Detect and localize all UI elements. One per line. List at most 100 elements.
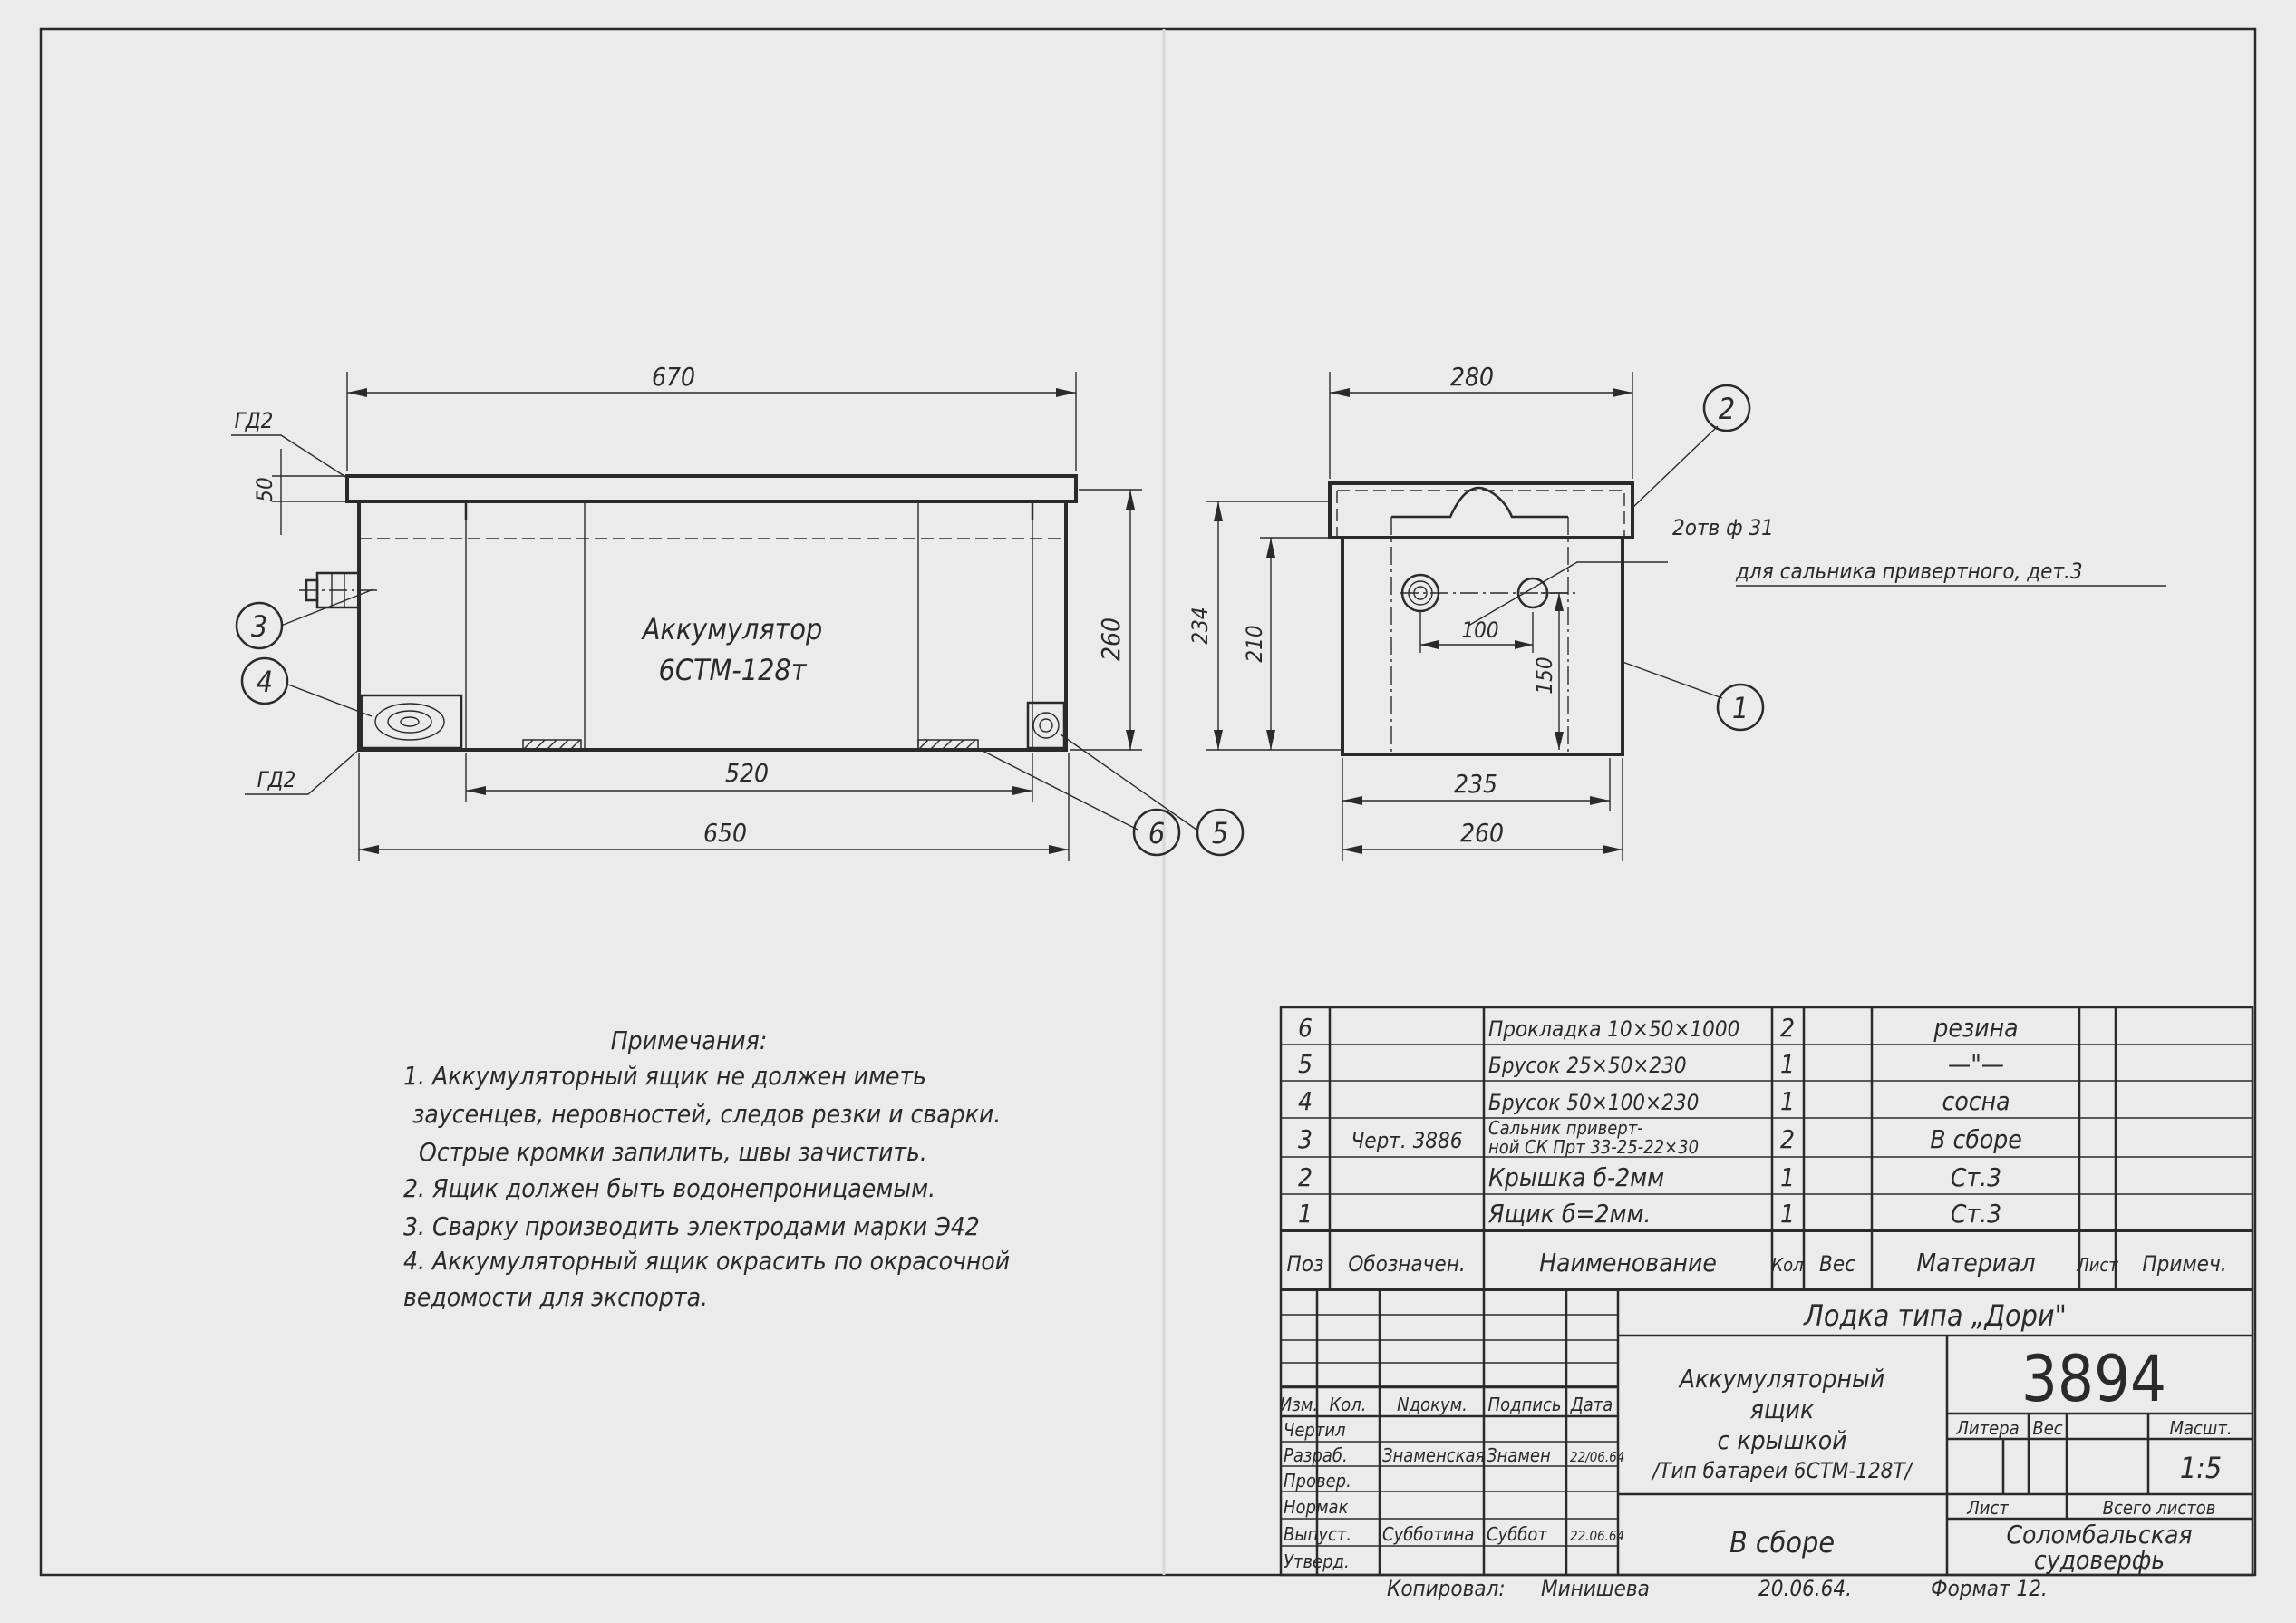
- note-line: Острые кромки запилить, швы зачистить.: [419, 1137, 927, 1167]
- dim-670: 670: [652, 362, 695, 392]
- svg-text:Обозначен.: Обозначен.: [1348, 1251, 1465, 1277]
- note-line: 2. Ящик должен быть водонепроницаемым.: [403, 1173, 935, 1203]
- table-header: Поз Обозначен. Наименование Кол Вес Мате…: [1287, 1248, 2227, 1278]
- svg-text:1: 1: [1780, 1199, 1795, 1229]
- front-view: Аккумулятор 6СТМ-128т 670 50 260 520 650…: [231, 362, 1142, 861]
- svg-text:Сальник приверт-: Сальник приверт-: [1488, 1117, 1643, 1139]
- wood-block-item-5: [1026, 701, 1066, 750]
- svg-text:—"—: —"—: [1948, 1049, 2004, 1079]
- svg-text:Прокладка 10×50×1000: Прокладка 10×50×1000: [1488, 1016, 1739, 1042]
- note-line: заусенцев, неровностей, следов резки и с…: [412, 1099, 1001, 1129]
- callouts: 1 2 3 4 5 6: [235, 384, 1765, 857]
- cable-gland-item-3: [299, 571, 381, 609]
- svg-text:22/06.64: 22/06.64: [1570, 1449, 1624, 1465]
- callout-1: 1: [1716, 683, 1765, 732]
- weld-mark-top: ГД2: [235, 408, 274, 433]
- signature: Минишева: [1541, 1576, 1650, 1601]
- box-outline: [357, 500, 1068, 752]
- svg-text:Копировал:: Копировал:: [1387, 1576, 1506, 1601]
- svg-text:1: 1: [1780, 1162, 1795, 1192]
- svg-text:1: 1: [1780, 1086, 1795, 1116]
- callout-6: 6: [1132, 808, 1181, 857]
- table-row: 3 Черт. 3886 Сальник приверт- ной СК Прт…: [1298, 1117, 2022, 1158]
- title-line: ящик: [1750, 1395, 1815, 1424]
- callout-5: 5: [1196, 808, 1245, 857]
- svg-text:Черт. 3886: Черт. 3886: [1351, 1128, 1462, 1153]
- svg-text:резина: резина: [1933, 1013, 2018, 1043]
- svg-text:Брусок 25×50×230: Брусок 25×50×230: [1488, 1053, 1687, 1078]
- svg-text:5: 5: [1298, 1049, 1313, 1079]
- organization: судоверфь: [2034, 1545, 2165, 1575]
- svg-text:Знаменская: Знаменская: [1382, 1444, 1486, 1466]
- table-row: 1 Ящик б=2мм. 1 Ст.3: [1298, 1199, 2001, 1229]
- scale-value: 1:5: [2180, 1451, 2222, 1485]
- table-row: 2 Крышка б-2мм 1 Ст.3: [1298, 1162, 2001, 1192]
- role-label: Чертил: [1284, 1419, 1346, 1441]
- svg-text:Материал: Материал: [1916, 1248, 2035, 1278]
- lid-outline: [345, 474, 1078, 503]
- svg-text:Nдокум.: Nдокум.: [1397, 1394, 1468, 1415]
- callout-2: 2: [1702, 384, 1751, 432]
- svg-text:1: 1: [1732, 691, 1749, 725]
- title-block: Лодка типа „Дори" 3894 Аккумуляторный ящ…: [1280, 1289, 2252, 1575]
- battery-model-label: 6СТМ-128т: [659, 653, 808, 687]
- svg-text:Вес: Вес: [2032, 1417, 2062, 1439]
- svg-text:Брусок 50×100×230: Брусок 50×100×230: [1488, 1090, 1699, 1115]
- svg-text:Субботина: Субботина: [1382, 1523, 1474, 1545]
- svg-text:Формат 12.: Формат 12.: [1931, 1576, 2048, 1601]
- rubber-pad-item-6: [917, 739, 979, 751]
- title-line: с крышкой: [1718, 1425, 1847, 1455]
- dim-650: 650: [703, 818, 747, 848]
- organization: Соломбальская: [2006, 1520, 2192, 1550]
- role-label: Разраб.: [1284, 1444, 1348, 1466]
- svg-text:Крышка б-2мм: Крышка б-2мм: [1488, 1162, 1664, 1192]
- rubber-pad-item-6: [522, 739, 582, 751]
- svg-text:Ящик б=2мм.: Ящик б=2мм.: [1487, 1199, 1651, 1229]
- svg-text:Литера: Литера: [1955, 1417, 2019, 1439]
- svg-text:Кол.: Кол.: [1330, 1394, 1367, 1415]
- svg-text:Всего листов: Всего листов: [2103, 1497, 2216, 1519]
- svg-text:1: 1: [1298, 1199, 1313, 1229]
- role-label: Утверд.: [1284, 1550, 1350, 1572]
- svg-text:2: 2: [1719, 392, 1735, 426]
- wood-block-item-4: [360, 694, 463, 750]
- note-line: ведомости для экспорта.: [403, 1282, 708, 1312]
- signature: Суббот: [1487, 1523, 1547, 1545]
- svg-text:Кол: Кол: [1771, 1254, 1803, 1276]
- note-line: 3. Сварку производить электродами марки …: [403, 1211, 980, 1241]
- signature: Знамен: [1487, 1444, 1551, 1466]
- copy-line: Копировал: Минишева 20.06.64. Формат 12.: [1387, 1576, 2048, 1601]
- svg-text:сосна: сосна: [1942, 1086, 2010, 1116]
- battery-label: Аккумулятор: [641, 612, 823, 646]
- svg-text:20.06.64.: 20.06.64.: [1758, 1576, 1852, 1601]
- dim-280: 280: [1450, 362, 1494, 392]
- svg-text:22.06.64: 22.06.64: [1570, 1528, 1624, 1544]
- svg-text:Вес: Вес: [1819, 1251, 1855, 1277]
- hole-note: 2отв ф 31: [1672, 515, 1774, 540]
- side-view: 280 234 210 100 150 235 260 2отв ф 31 дл…: [1187, 362, 2166, 861]
- dim-260-side: 260: [1460, 818, 1504, 848]
- svg-text:Ст.3: Ст.3: [1951, 1199, 2001, 1229]
- hole-purpose-note: для сальника привертного, дет.3: [1735, 559, 2083, 584]
- project-name: Лодка типа „Дори": [1803, 1298, 2067, 1333]
- callout-4: 4: [240, 656, 289, 705]
- role-label: Нормак: [1284, 1496, 1349, 1518]
- role-label: Выпуст.: [1284, 1523, 1351, 1545]
- sheet-frame: [39, 27, 2257, 1577]
- weld-mark-bottom: ГД2: [257, 767, 296, 792]
- svg-text:1: 1: [1780, 1049, 1795, 1079]
- notes-title: Примечания:: [611, 1025, 768, 1055]
- svg-text:6: 6: [1148, 816, 1165, 850]
- dim-234: 234: [1187, 607, 1213, 644]
- dim-100: 100: [1461, 617, 1498, 643]
- svg-text:5: 5: [1212, 816, 1228, 850]
- svg-text:Изм.: Изм.: [1280, 1394, 1318, 1415]
- side-lid-outline: [1328, 481, 1634, 539]
- svg-text:Лист: Лист: [1966, 1497, 2009, 1519]
- dim-520: 520: [725, 758, 769, 788]
- svg-text:4: 4: [1298, 1086, 1313, 1116]
- dim-50: 50: [252, 477, 277, 501]
- svg-text:Примеч.: Примеч.: [2142, 1251, 2226, 1277]
- side-box-outline: [1341, 536, 1624, 756]
- svg-text:2: 2: [1298, 1162, 1313, 1192]
